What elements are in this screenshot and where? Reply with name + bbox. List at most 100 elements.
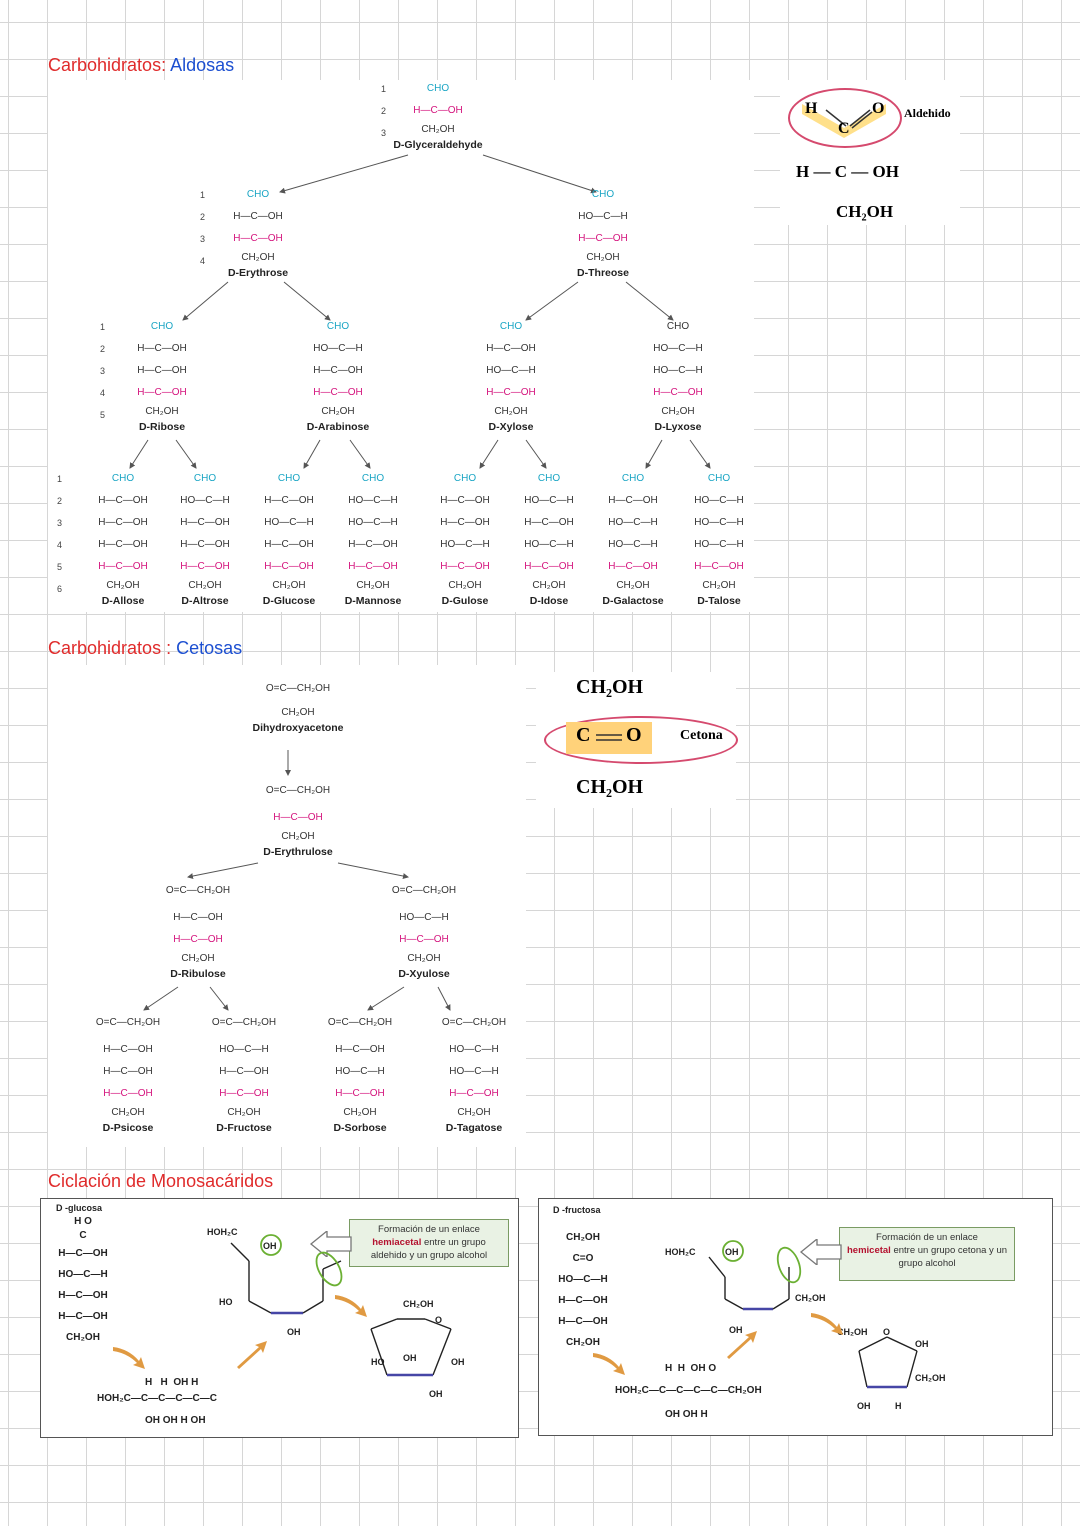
formula-row: O=C—CH₂OH <box>327 1017 393 1028</box>
formula-row: CH₂OH <box>356 580 390 591</box>
heading-cetosas: Carbohidratos : Cetosas <box>48 638 242 659</box>
carbon-number: 3 <box>200 234 206 244</box>
formula-row: CH₂OH <box>272 580 306 591</box>
formula-row: H—C—OH <box>440 517 490 528</box>
formula-row: HO—C—H <box>608 539 658 550</box>
molecule-lyxose: CHO HO—C—H HO—C—H H—C—OH CH₂OH D-Lyxose <box>628 316 728 434</box>
glucosa-chain: H O C H—C—OH HO—C—H H—C—OH H—C—OH CH₂OH <box>43 1215 123 1348</box>
formula-row: H—C—OH <box>98 495 148 506</box>
fructosa-linear-bottom: OH OH H <box>665 1409 708 1420</box>
formula-row: H—C—OH <box>608 495 658 506</box>
orange-arrow-icon <box>811 1313 843 1335</box>
heading-sep: : <box>161 638 172 658</box>
formula-row: HO—C—H <box>449 1044 499 1055</box>
formula-row: H—C—OH <box>558 1316 608 1327</box>
formula-row: CH₂OH <box>343 1107 377 1118</box>
formula-row: H—C—OH <box>103 1044 153 1055</box>
formula-row: H—C—OH <box>273 812 323 823</box>
fructosa-linear-top: H H OH O <box>665 1363 717 1374</box>
carbon-number: 1 <box>57 474 63 484</box>
formula-row: CH₂OH <box>106 580 140 591</box>
formula-row: H—C—OH <box>173 912 223 923</box>
formula-row: CH₂OH <box>566 1232 600 1243</box>
fructosa-ring: CH₂OH O OH CH₂OH OH H <box>837 1327 946 1411</box>
formula-row: H—C—OH <box>335 1044 385 1055</box>
formula-row: H—C—OH <box>180 517 230 528</box>
formula-row: CH₂OH <box>448 580 482 591</box>
note-text: entre un grupo aldehido y un grupo alcoh… <box>370 1237 488 1261</box>
formula-row: O=C—CH₂OH <box>265 785 331 796</box>
formula-row: CHO <box>453 473 477 484</box>
carbon-number: 1 <box>100 322 106 332</box>
glucosa-folding-sketch: HOH₂C OH HO OH <box>207 1227 343 1337</box>
molecule-name: Dihydroxyacetone <box>252 722 344 734</box>
ring-label: CH₂OH <box>837 1327 868 1337</box>
aldehido-group-shape <box>802 104 886 138</box>
formula-row: CHO <box>326 321 350 332</box>
aldose-tree-panel: 1 2 3 CHO H—C—OH CH₂OH D-Glyceraldehyde … <box>48 80 754 612</box>
formula-row: H—C—OH <box>173 934 223 945</box>
formula-row: H—C—OH <box>98 561 148 572</box>
molecule-name: D-Erythrose <box>227 267 289 279</box>
formula-row: CH₂OH <box>702 580 736 591</box>
carbon-number: 4 <box>100 388 106 398</box>
formula-row: HO—C—H <box>486 365 536 376</box>
aldehido-o: O <box>872 100 885 117</box>
svg-text:OH: OH <box>287 1327 301 1337</box>
ciclacion-glucosa-panel: D -glucosa H O C H—C—OH HO—C—H H—C—OH H—… <box>40 1198 519 1438</box>
formula-row: H—C—OH <box>264 495 314 506</box>
cetona-ellipse <box>544 716 738 764</box>
molecule-name: D-Idose <box>529 595 569 607</box>
molecule-name: D-Arabinose <box>306 421 370 433</box>
formula-row: H—C—OH <box>98 517 148 528</box>
molecule-name: D-Erythrulose <box>263 846 333 858</box>
formula-row: H—C—OH <box>313 387 363 398</box>
formula-row: H—C—OH <box>653 387 703 398</box>
formula-row: CH₂OH <box>241 252 275 263</box>
aldose-arrows <box>129 154 711 469</box>
carbon-number: 1 <box>200 190 206 200</box>
formula-row: CH₂OH <box>421 124 455 135</box>
formula-row: H O <box>74 1216 92 1227</box>
aldehido-legend: H O C Aldehido H — C — OH CH₂OH <box>780 80 960 225</box>
formula-row: HO—C—H <box>58 1269 108 1280</box>
formula-row: H—C—OH <box>440 561 490 572</box>
formula-row: CHO <box>499 321 523 332</box>
ciclacion-fructosa-panel: D -fructosa CH₂OH C=O HO—C—H H—C—OH H—C—… <box>538 1198 1053 1436</box>
formula-row: HO—C—H <box>578 211 628 222</box>
formula-row: H—C—OH <box>524 517 574 528</box>
svg-text:CH₂OH: CH₂OH <box>795 1293 826 1303</box>
formula-row: O=C—CH₂OH <box>441 1017 507 1028</box>
molecule-erythrose: CHO H—C—OH H—C—OH CH₂OH D-Erythrose <box>208 184 308 280</box>
formula-row: H—C—OH <box>233 211 283 222</box>
formula-row: CHO <box>537 473 561 484</box>
glucosa-big-arrow <box>309 1231 352 1257</box>
formula-row: H—C—OH <box>137 343 187 354</box>
formula-row: HO—C—H <box>524 495 574 506</box>
note-bold: hemiacetal <box>372 1237 422 1248</box>
formula-row: C=O <box>572 1253 594 1264</box>
cetona-bottom: CH₂OH <box>576 776 644 798</box>
molecule-arabinose: CHO HO—C—H H—C—OH H—C—OH CH₂OH D-Arabino… <box>288 316 388 434</box>
formula-row: HO—C—H <box>694 517 744 528</box>
formula-row: CHO <box>426 83 450 94</box>
cetona-top: CH₂OH <box>576 676 644 698</box>
glucosa-linear: HOH₂C—C—C—C—C—C <box>97 1393 217 1404</box>
carbon-number: 3 <box>381 128 387 138</box>
fructosa-note: Formación de un enlace hemicetal entre u… <box>839 1227 1015 1281</box>
cetona-highlight <box>566 722 652 754</box>
heading-word: Cetosas <box>176 638 243 658</box>
orange-arrow-icon <box>113 1347 145 1369</box>
formula-row: CH₂OH <box>532 580 566 591</box>
molecule-name: D-Threose <box>577 267 629 279</box>
molecule-ribose: CHO H—C—OH H—C—OH H—C—OH CH₂OH D-Ribose <box>112 316 212 434</box>
heading-aldosas: Carbohidratos: Aldosas <box>48 55 234 76</box>
